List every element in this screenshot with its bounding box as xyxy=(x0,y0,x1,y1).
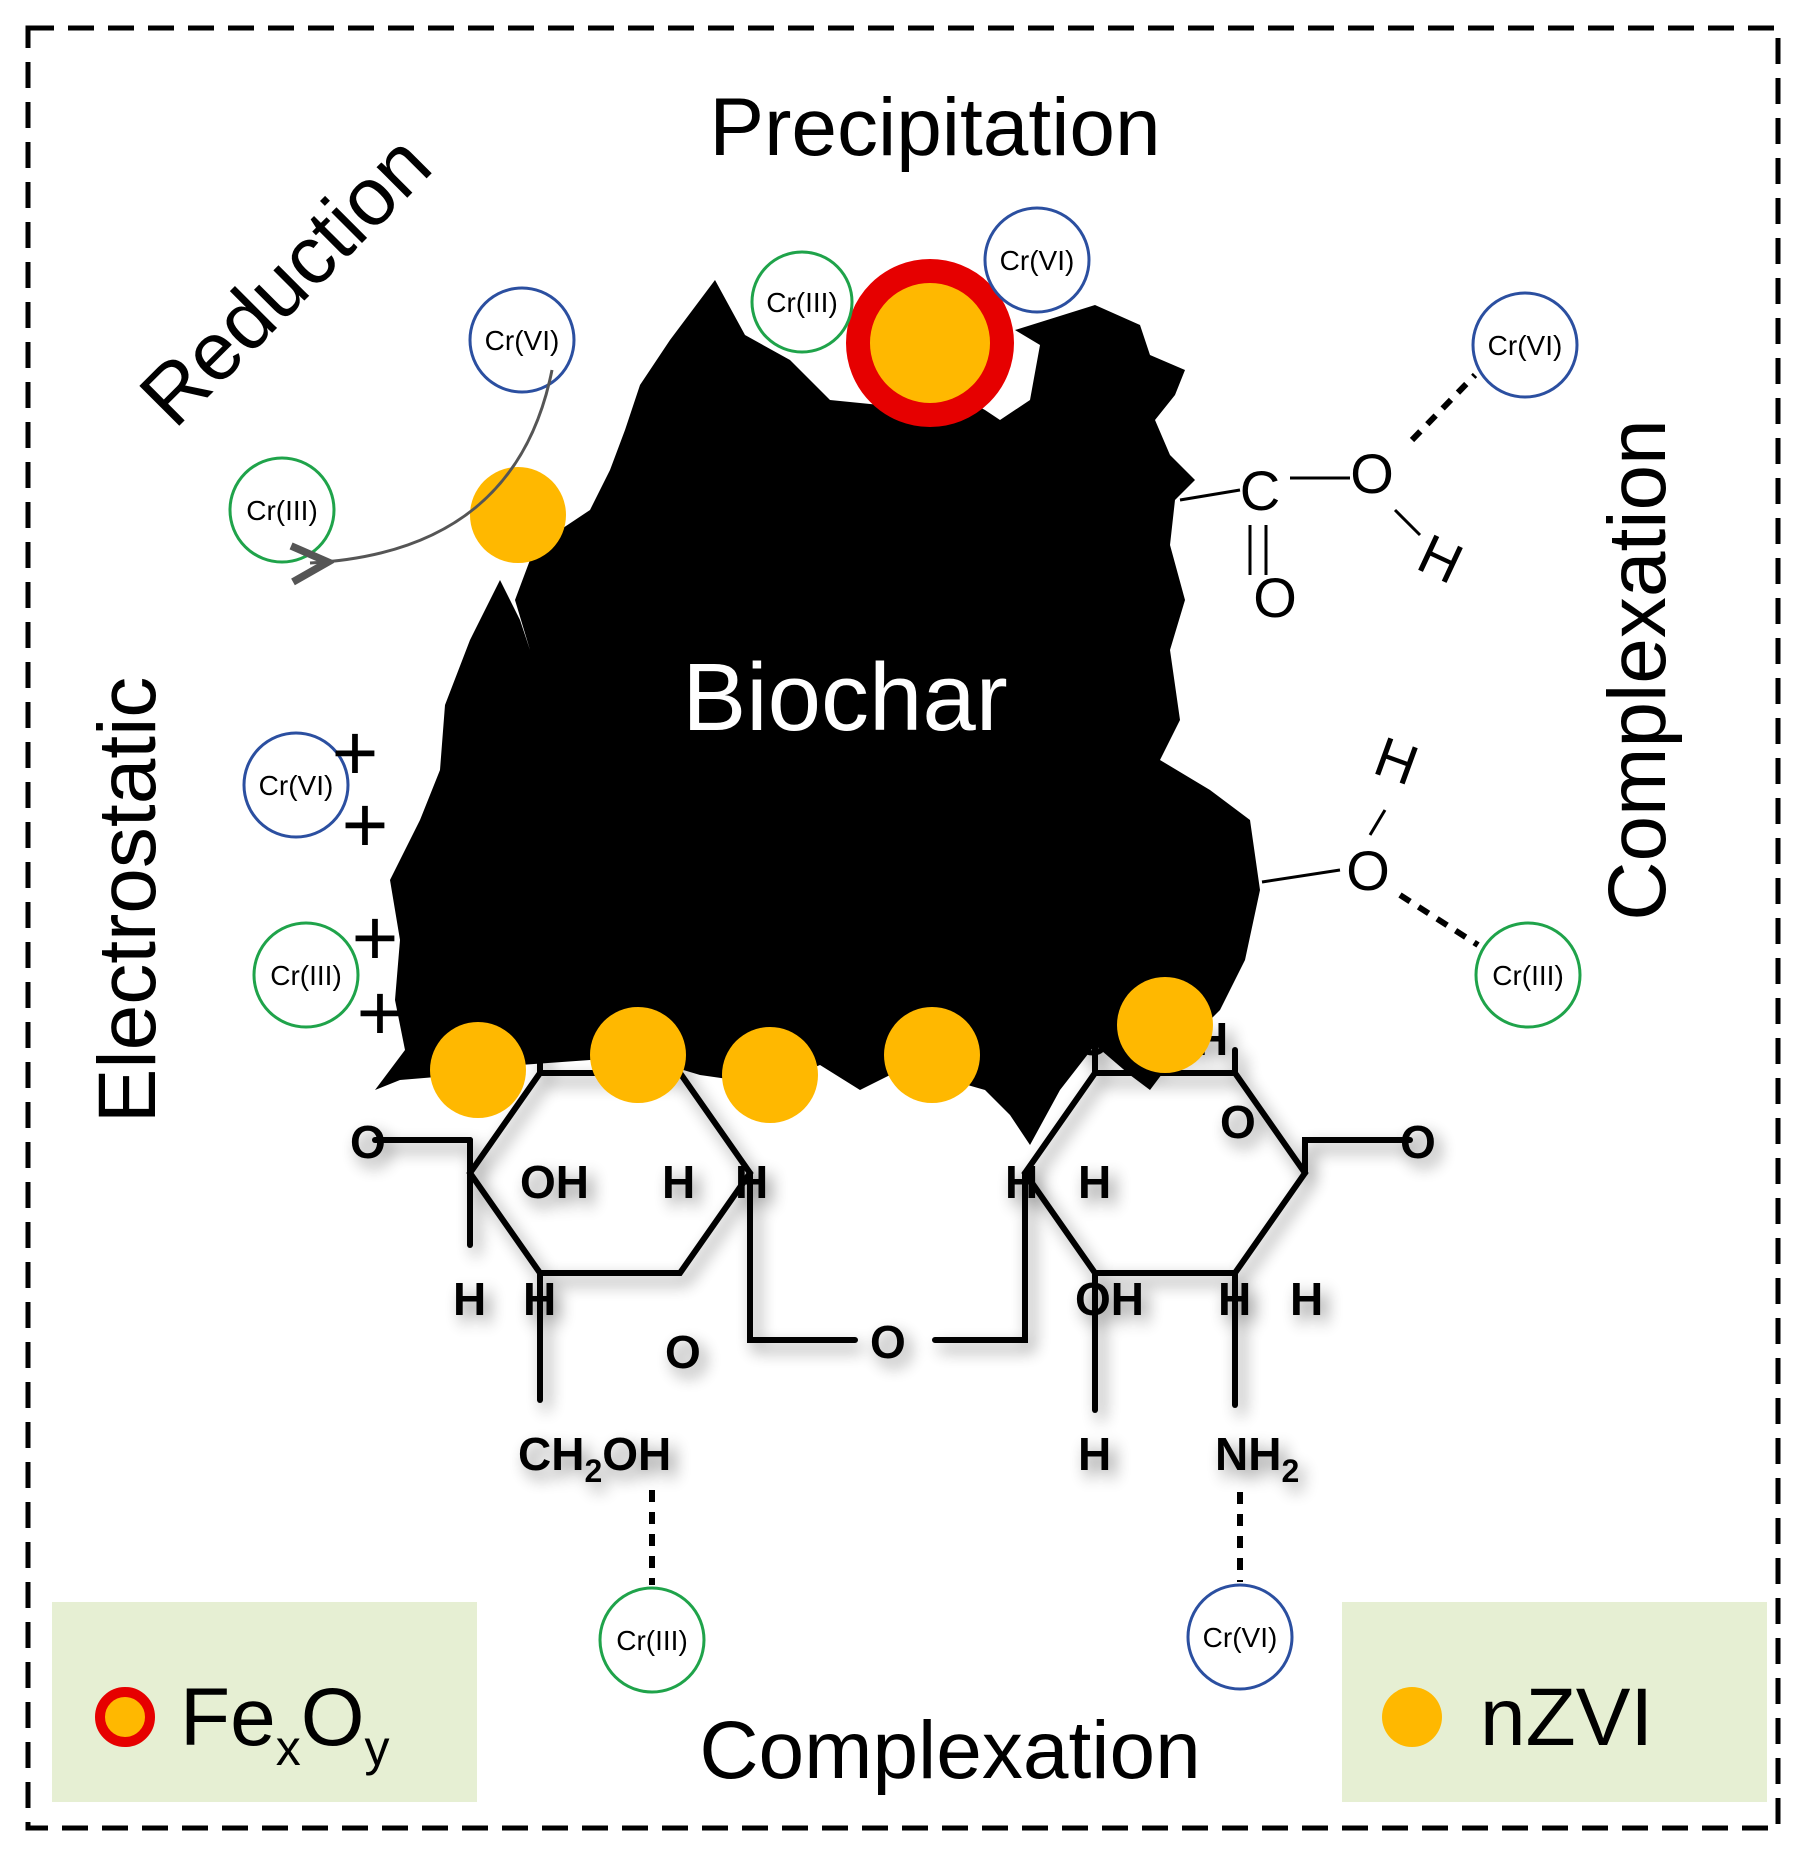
o-right-end: O xyxy=(1400,1116,1436,1168)
plus-sign: + xyxy=(357,968,404,1057)
nzvi-particles xyxy=(430,467,1213,1123)
cr3-reduction: Cr(III) xyxy=(246,495,318,526)
h-right-ring-1: H xyxy=(1005,1156,1038,1208)
carboxyl-oh-o: O xyxy=(1350,442,1394,505)
cr6-complexation-carboxyl: Cr(VI) xyxy=(1488,330,1563,361)
complexation-bottom-label: Complexation xyxy=(699,1705,1200,1796)
reduction-arrow xyxy=(310,369,554,563)
cr6-reduction: Cr(VI) xyxy=(485,325,560,356)
nzvi-particle xyxy=(430,1022,526,1118)
legend-nzvi: nZVI xyxy=(1342,1602,1767,1802)
hydroxyl-o: O xyxy=(1346,839,1390,902)
nzvi-legend-icon xyxy=(1382,1687,1442,1747)
precipitation-label: Precipitation xyxy=(709,82,1160,173)
reduction-label: Reduction xyxy=(123,118,448,443)
hydroxyl-group: O H xyxy=(1261,724,1480,948)
o-glycosidic: O xyxy=(870,1316,906,1368)
cr3-precipitation: Cr(III) xyxy=(766,287,838,318)
positive-charges: + + + + xyxy=(332,708,404,1057)
dashed-frame xyxy=(25,25,1781,1831)
cr3-complexation-bottom: Cr(III) xyxy=(616,1625,688,1656)
cr3-complexation-hydroxyl: Cr(III) xyxy=(1492,960,1564,991)
carbonyl-o: O xyxy=(1253,566,1297,629)
h-right-ring-5: H xyxy=(1078,1428,1111,1480)
nzvi-particle xyxy=(884,1007,980,1103)
legend-fexoy: FexOy xyxy=(52,1602,477,1802)
nzvi-particle xyxy=(722,1027,818,1123)
nzvi-particle xyxy=(470,467,566,563)
nh2-group: NH2 xyxy=(1215,1428,1299,1489)
plus-sign: + xyxy=(332,708,379,797)
hydroxyl-h: H xyxy=(1367,724,1427,797)
h-left-ring-1: H xyxy=(662,1156,695,1208)
h-left-ring-3: H xyxy=(453,1273,486,1325)
biochar-particle xyxy=(375,280,1260,1145)
o-left-end: O xyxy=(350,1116,386,1168)
h-left-ring-4: H xyxy=(523,1273,556,1325)
cr6-complexation-bottom: Cr(VI) xyxy=(1203,1622,1278,1653)
ch2oh-bottom: CH2OH xyxy=(518,1428,671,1489)
h-right-ring-4: H xyxy=(1290,1273,1323,1325)
nzvi-particle xyxy=(590,1007,686,1103)
h-right-ring-3: H xyxy=(1218,1273,1251,1325)
cr-species: Cr(III) Cr(VI) Cr(VI) Cr(III) Cr(VI) Cr(… xyxy=(228,206,1582,1694)
cr3-electrostatic: Cr(III) xyxy=(270,960,342,991)
electrostatic-label: Electrostatic xyxy=(82,677,173,1124)
carboxyl-c: C xyxy=(1240,459,1280,522)
fexoy-legend-icon xyxy=(95,1687,155,1747)
fexoy-particle xyxy=(846,259,1014,427)
plus-sign: + xyxy=(342,780,389,869)
nzvi-legend-label: nZVI xyxy=(1480,1672,1653,1763)
h-right-ring-2: H xyxy=(1078,1156,1111,1208)
plus-sign: + xyxy=(352,893,399,982)
oh-right-ring: OH xyxy=(1075,1273,1144,1325)
oh-left-ring: OH xyxy=(520,1156,589,1208)
fexoy-legend-label: FexOy xyxy=(180,1672,390,1776)
o-left-ring: O xyxy=(665,1326,701,1378)
polysaccharide-structure: O OH H H H H O O H H O O OH H H H CH2OH … xyxy=(350,997,1436,1489)
cr6-precipitation: Cr(VI) xyxy=(1000,245,1075,276)
nzvi-particle xyxy=(1117,977,1213,1073)
cr6-electrostatic: Cr(VI) xyxy=(259,770,334,801)
carboxyl-group: C O O H xyxy=(1179,372,1478,629)
complexation-right-label: Complexation xyxy=(1592,419,1683,920)
biochar-label: Biochar xyxy=(682,644,1008,751)
o-right-ring: O xyxy=(1220,1096,1256,1148)
h-left-ring-2: H xyxy=(735,1156,768,1208)
